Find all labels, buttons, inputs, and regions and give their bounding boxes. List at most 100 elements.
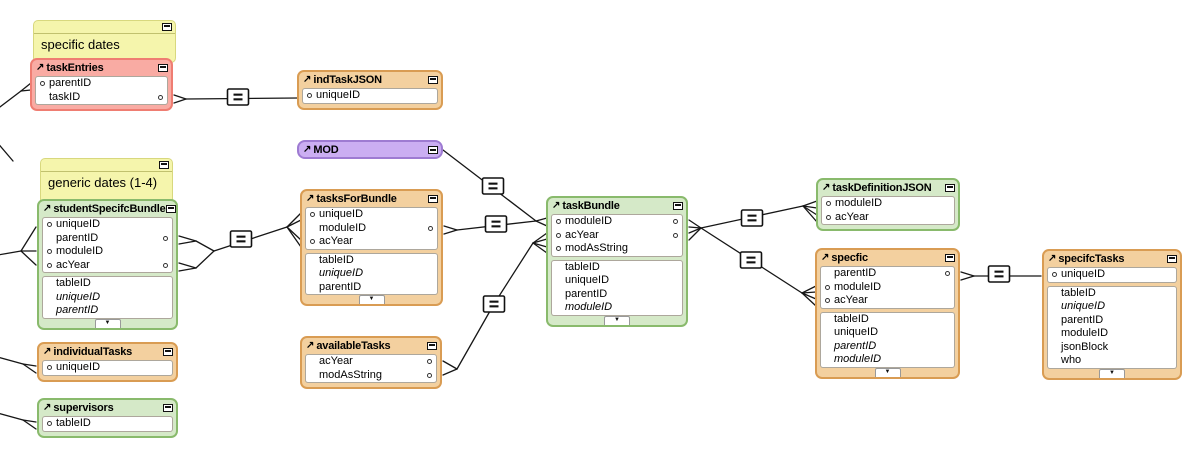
more-fields-indicator[interactable]: ▼: [874, 367, 901, 377]
table-individualTasks[interactable]: ↗individualTasks uniqueID: [37, 342, 178, 382]
field-parentID[interactable]: parentID: [821, 340, 954, 354]
field-uniqueID[interactable]: uniqueID: [306, 208, 437, 222]
match-dot-right: [427, 372, 432, 378]
field-acYear[interactable]: acYear: [552, 229, 682, 243]
more-fields-indicator[interactable]: ▼: [358, 295, 385, 304]
collapse-icon[interactable]: [163, 403, 173, 412]
field-moduleID[interactable]: moduleID: [552, 301, 682, 315]
field-acYear[interactable]: acYear: [306, 355, 436, 369]
field-uniqueID[interactable]: uniqueID: [43, 291, 172, 305]
collapse-icon[interactable]: [945, 183, 955, 192]
relationship-operator-equals[interactable]: [229, 230, 253, 248]
field-tableID[interactable]: tableID: [306, 254, 437, 268]
table-header[interactable]: ↗tasksForBundle: [302, 191, 441, 206]
more-fields-indicator[interactable]: ▼: [94, 318, 121, 328]
collapse-icon[interactable]: [162, 23, 172, 31]
field-uniqueID[interactable]: uniqueID: [303, 89, 437, 103]
field-tableID[interactable]: tableID: [552, 261, 682, 275]
table-header[interactable]: ↗taskDefinitionJSON: [818, 180, 958, 195]
field-tableID[interactable]: tableID: [821, 313, 954, 327]
more-fields-indicator[interactable]: ▼: [604, 315, 630, 325]
field-moduleID[interactable]: moduleID: [552, 215, 682, 229]
collapse-icon[interactable]: [945, 253, 955, 262]
field-parentID[interactable]: parentID: [306, 281, 437, 295]
table-indTaskJSON[interactable]: ↗indTaskJSON uniqueID: [297, 70, 443, 110]
field-parentID[interactable]: parentID: [821, 267, 954, 281]
field-parentID[interactable]: parentID: [43, 232, 172, 246]
relationship-operator-equals[interactable]: [481, 177, 505, 195]
table-header[interactable]: ↗specifcTasks: [1044, 251, 1180, 266]
table-header[interactable]: ↗MOD: [299, 142, 441, 157]
collapse-icon[interactable]: [163, 347, 173, 356]
collapse-icon[interactable]: [165, 204, 176, 213]
field-acYear[interactable]: acYear: [821, 294, 954, 308]
field-jsonBlock[interactable]: jsonBlock: [1048, 341, 1176, 355]
field-modAsString[interactable]: modAsString: [306, 369, 436, 383]
field-moduleID[interactable]: moduleID: [821, 281, 954, 295]
table-header[interactable]: ↗individualTasks: [39, 344, 176, 359]
relationship-operator-equals[interactable]: [987, 265, 1011, 283]
field-tableID[interactable]: tableID: [43, 277, 172, 291]
collapse-icon[interactable]: [158, 63, 168, 72]
relationship-operator-equals[interactable]: [739, 251, 763, 269]
field-tableID[interactable]: tableID: [1048, 287, 1176, 301]
collapse-icon[interactable]: [428, 194, 438, 203]
expand-icon[interactable]: [428, 145, 438, 154]
field-uniqueID[interactable]: uniqueID: [552, 274, 682, 288]
field-parentID[interactable]: parentID: [552, 288, 682, 302]
collapse-icon[interactable]: [673, 201, 683, 210]
field-moduleID[interactable]: moduleID: [821, 353, 954, 367]
field-uniqueID[interactable]: uniqueID: [1048, 268, 1176, 282]
field-uniqueID[interactable]: uniqueID: [306, 267, 437, 281]
collapse-icon[interactable]: [427, 341, 437, 350]
field-parentID[interactable]: parentID: [43, 304, 172, 318]
field-modAsString[interactable]: modAsString: [552, 242, 682, 256]
note-specific-dates[interactable]: specific dates: [33, 20, 176, 63]
relationship-operator-equals[interactable]: [484, 215, 508, 233]
collapse-icon[interactable]: [428, 75, 438, 84]
field-uniqueID[interactable]: uniqueID: [43, 218, 172, 232]
field-moduleID[interactable]: moduleID: [822, 197, 954, 211]
field-tableID[interactable]: tableID: [43, 417, 172, 431]
table-header[interactable]: ↗indTaskJSON: [299, 72, 441, 87]
table-supervisors[interactable]: ↗supervisors tableID: [37, 398, 178, 438]
table-header[interactable]: ↗taskEntries: [32, 60, 171, 75]
field-acYear[interactable]: acYear: [306, 235, 437, 249]
field-parentID[interactable]: parentID: [1048, 314, 1176, 328]
field-moduleID[interactable]: moduleID: [306, 222, 437, 236]
equals-glyph: [491, 225, 501, 228]
table-header[interactable]: ↗taskBundle: [548, 198, 686, 213]
relationship-operator-equals[interactable]: [226, 88, 250, 106]
field-uniqueID[interactable]: uniqueID: [1048, 300, 1176, 314]
more-fields-indicator[interactable]: ▼: [1099, 368, 1125, 378]
field-moduleID[interactable]: moduleID: [1048, 327, 1176, 341]
equals-glyph: [236, 240, 246, 243]
table-header[interactable]: ↗specfic: [817, 250, 958, 265]
table-header[interactable]: ↗studentSpecifcBundle: [39, 201, 176, 216]
field-who[interactable]: who: [1048, 354, 1176, 368]
field-uniqueID[interactable]: uniqueID: [821, 326, 954, 340]
field-taskID[interactable]: taskID: [36, 91, 167, 105]
field-moduleID[interactable]: moduleID: [43, 245, 172, 259]
field-parentID[interactable]: parentID: [36, 77, 167, 91]
field-uniqueID[interactable]: uniqueID: [43, 361, 172, 375]
collapse-icon[interactable]: [1167, 254, 1177, 263]
collapse-icon[interactable]: [159, 161, 169, 169]
table-MOD[interactable]: ↗MOD: [297, 140, 443, 159]
relationship-operator-equals[interactable]: [482, 295, 506, 313]
table-header[interactable]: ↗supervisors: [39, 400, 176, 415]
relationship-line: [532, 242, 548, 254]
field-acYear[interactable]: acYear: [822, 211, 954, 225]
field-acYear[interactable]: acYear: [43, 259, 172, 273]
relationship-operator-equals[interactable]: [740, 209, 764, 227]
table-header[interactable]: ↗availableTasks: [302, 338, 440, 353]
